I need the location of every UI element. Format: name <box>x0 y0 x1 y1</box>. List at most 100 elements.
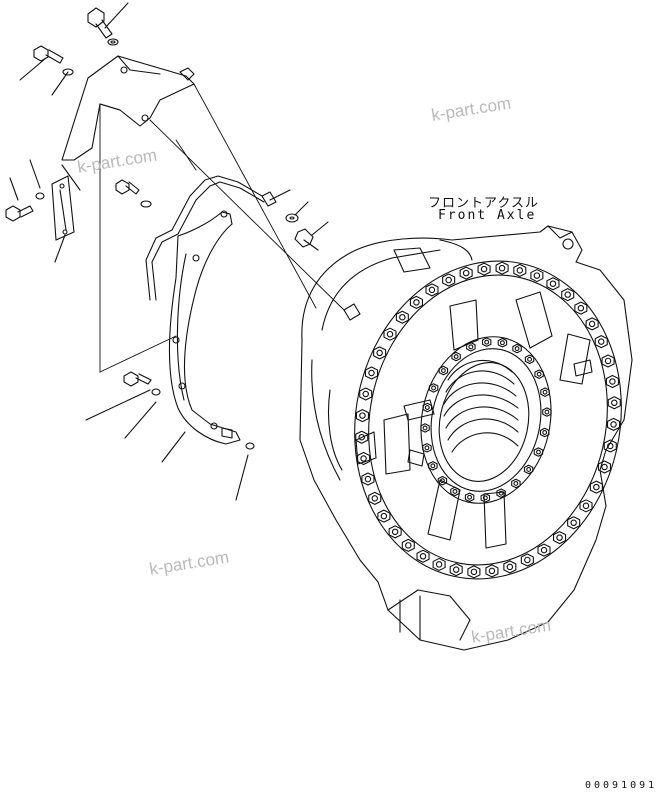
bolt-head-icon <box>602 355 614 367</box>
bolt-center <box>534 273 539 278</box>
bolt-center <box>543 390 547 394</box>
bolt-head-icon <box>521 554 533 566</box>
bolt-head-icon <box>423 444 431 452</box>
bolt-center <box>481 266 486 271</box>
bolt-center <box>515 347 519 351</box>
bolt-head-icon <box>604 440 616 452</box>
cover-bracket <box>62 56 194 160</box>
bolt-head-icon <box>421 424 429 432</box>
bolt-center <box>545 410 549 414</box>
bolt-center <box>425 406 429 410</box>
bolt-head-icon <box>360 388 372 400</box>
bolt-center <box>454 355 458 359</box>
part-name-jp: フロントアクスル <box>428 196 539 211</box>
bolt-head-icon <box>606 375 618 387</box>
bolt-head-icon <box>608 418 620 430</box>
bolt-center <box>469 345 473 349</box>
bolt-center <box>499 265 504 270</box>
bolt-center <box>537 450 541 454</box>
bolt-center <box>517 268 522 273</box>
construction-lines <box>100 84 344 372</box>
bolt-center <box>565 292 570 297</box>
bolt-head-icon <box>443 274 455 286</box>
bolt-center <box>499 491 503 495</box>
bolt-head-icon <box>451 487 459 495</box>
bolt-head-icon <box>482 338 490 346</box>
bolt-upper-left <box>34 46 73 75</box>
bolt-center <box>483 496 487 500</box>
bolt-head-icon <box>496 262 508 274</box>
bolt-head-icon <box>389 526 401 538</box>
bolt-center <box>414 300 419 305</box>
bolt-center <box>605 358 610 363</box>
bolt-head-icon <box>540 428 548 436</box>
bolt-head-icon <box>468 566 480 578</box>
bolt-head-icon <box>538 544 550 556</box>
bolt-head-icon <box>481 494 489 502</box>
bolt-center <box>406 543 411 548</box>
bolt-center <box>363 391 368 396</box>
bolt-head-icon <box>512 479 520 487</box>
bolt-center <box>453 567 458 572</box>
pipe <box>146 176 276 300</box>
side-plate <box>52 176 74 240</box>
bolt-head-icon <box>541 388 549 396</box>
bolt-center <box>612 400 617 405</box>
bolt-center <box>425 446 429 450</box>
bolt-head-icon <box>450 564 462 576</box>
bolt-center <box>359 435 364 440</box>
bolt-center <box>507 564 512 569</box>
bolt-center <box>501 341 505 345</box>
bolt-head-icon <box>452 352 460 360</box>
bolt-head-icon <box>534 448 542 456</box>
bolt-head-icon <box>439 366 447 374</box>
bolt-center <box>360 413 365 418</box>
bolt-center <box>361 456 366 461</box>
bolt-head-icon <box>543 408 551 416</box>
bolt-center <box>436 562 441 567</box>
bolt-center <box>602 464 607 469</box>
bolt-head-icon <box>531 270 543 282</box>
bolt-head-icon <box>369 492 381 504</box>
bolt-center <box>525 557 530 562</box>
bolt-center <box>543 431 547 435</box>
bolt-head-icon <box>366 367 378 379</box>
bolt-center <box>429 287 434 292</box>
bolt-head-icon <box>524 465 532 473</box>
bolt-center <box>611 422 616 427</box>
bolt-lower <box>124 372 254 449</box>
bolt-head-icon <box>598 461 610 473</box>
bolt-head-icon <box>384 328 396 340</box>
bolt-head-icon <box>595 336 607 348</box>
bolt-head-icon <box>504 561 516 573</box>
bolt-head-icon <box>535 370 543 378</box>
drawing-code: 00091091 <box>585 780 658 791</box>
bolt-head-icon <box>498 339 506 347</box>
bolt-center <box>541 547 546 552</box>
bolt-center <box>550 281 555 286</box>
bolt-center <box>528 357 532 361</box>
bolt-center <box>537 372 541 376</box>
bolt-head-icon <box>486 565 498 577</box>
bolt-head-icon <box>497 489 505 497</box>
bolt-head-icon <box>433 558 445 570</box>
bolt-center <box>557 535 562 540</box>
bolt-head-icon <box>547 278 559 290</box>
bolt-center <box>441 479 445 483</box>
bolt-center <box>468 495 472 499</box>
bolt-head-icon <box>417 550 429 562</box>
bolt-center <box>471 569 476 574</box>
bolt-center <box>514 482 518 486</box>
bolt-center <box>387 331 392 336</box>
bolt-head-icon <box>429 384 437 392</box>
bolt-center <box>381 513 386 518</box>
bolt-center <box>420 554 425 559</box>
bolt-center <box>441 369 445 373</box>
bolt-head-icon <box>426 284 438 296</box>
bolt-center <box>463 270 468 275</box>
bolt-head-icon <box>356 410 368 422</box>
drum-bolts <box>421 338 551 502</box>
bolt-head-icon <box>362 473 374 485</box>
bolt-center <box>453 490 457 494</box>
